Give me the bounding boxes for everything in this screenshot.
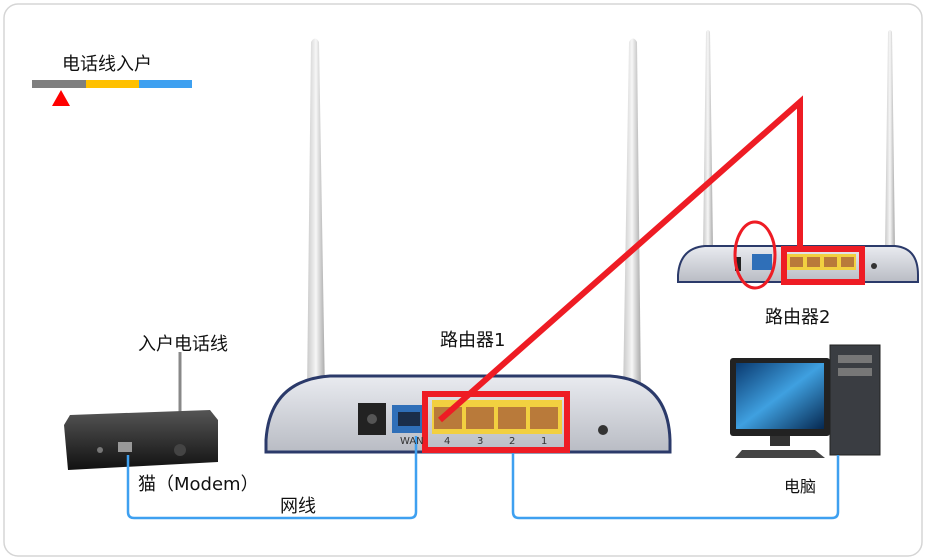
router-1 bbox=[264, 38, 672, 454]
modem-label: 猫（Modem） bbox=[138, 474, 259, 495]
red-marker-triangle bbox=[52, 90, 70, 106]
computer-device bbox=[730, 344, 881, 458]
lan-port-label: 3 bbox=[477, 436, 484, 447]
network-cables bbox=[126, 436, 840, 520]
network-cable-label: 网线 bbox=[280, 496, 316, 517]
computer-label: 电脑 bbox=[784, 477, 817, 496]
frame bbox=[3, 3, 923, 557]
wan-port-label: WAN bbox=[400, 436, 424, 447]
router1-label: 路由器1 bbox=[440, 330, 506, 351]
lan-port-label: 2 bbox=[509, 436, 516, 447]
lan-port-label: 1 bbox=[541, 436, 548, 447]
phone-line-in-label: 入户电话线 bbox=[138, 334, 228, 355]
modem-device bbox=[64, 352, 218, 470]
legend-bar bbox=[32, 80, 192, 106]
highlights bbox=[422, 95, 865, 453]
router2-label: 路由器2 bbox=[765, 307, 831, 328]
lan-port-label: 4 bbox=[444, 436, 451, 447]
legend-title: 电话线入户 bbox=[62, 54, 152, 75]
